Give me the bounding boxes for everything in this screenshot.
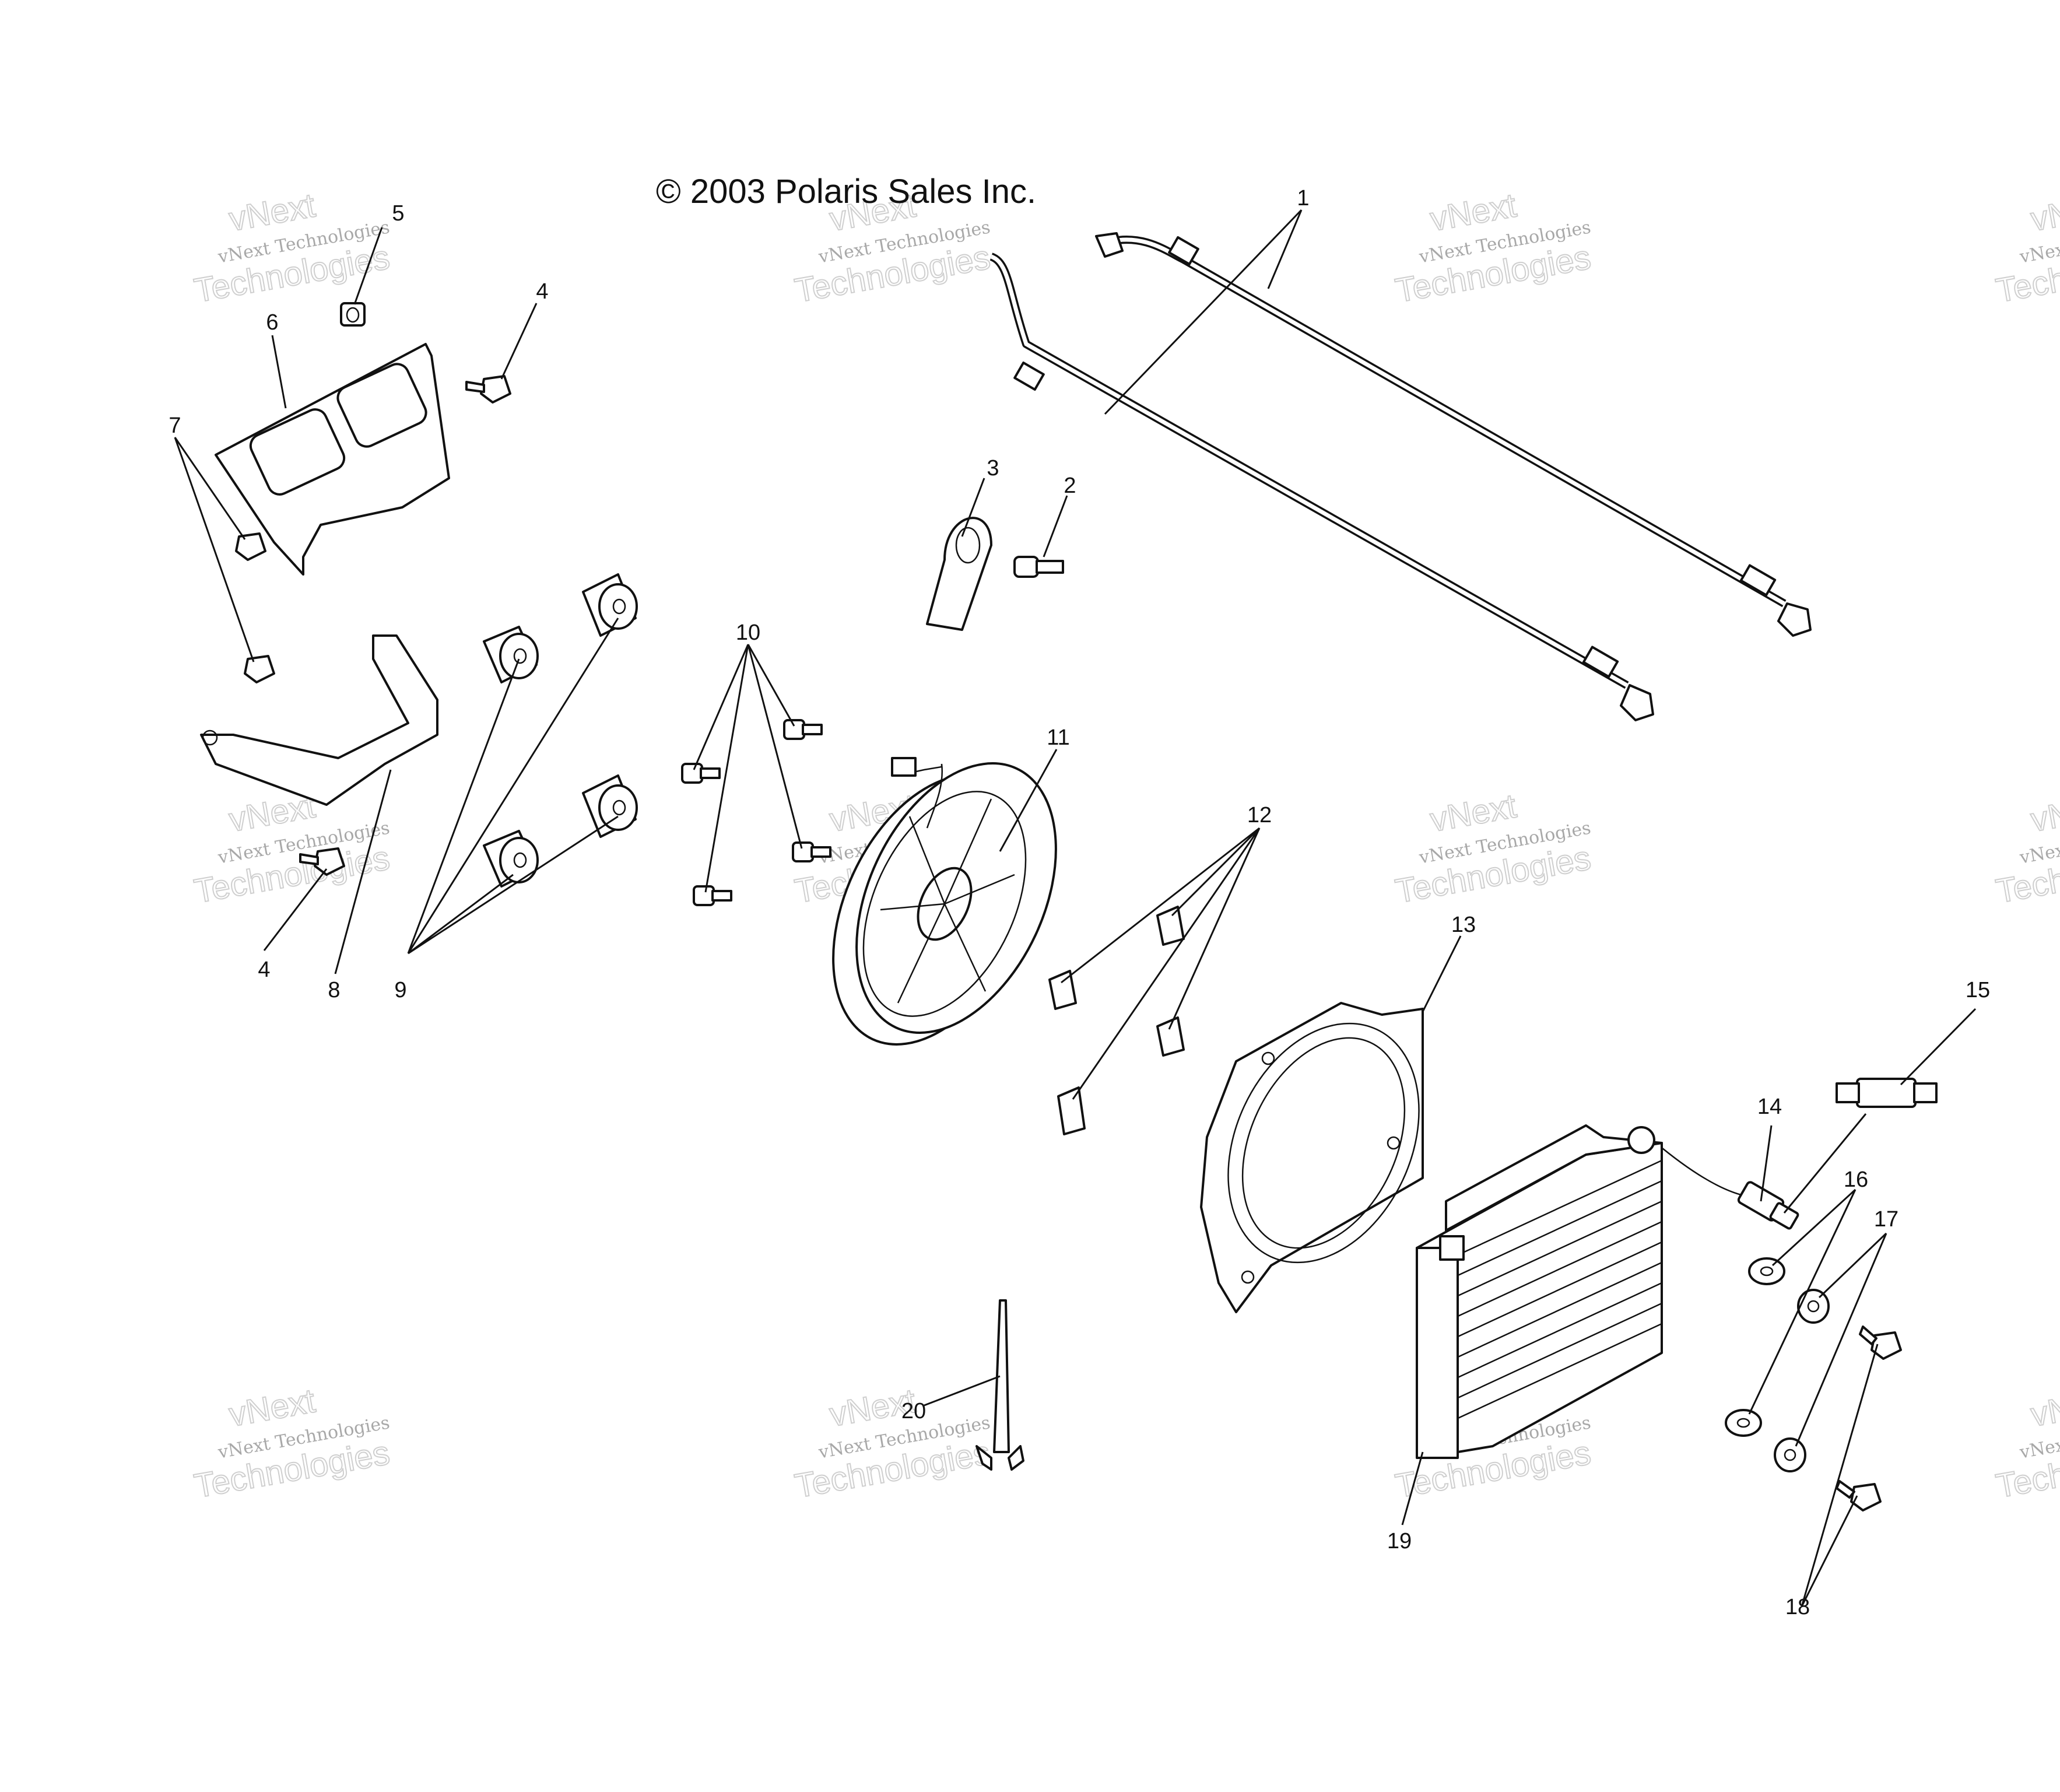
callout-13: 13 (1451, 913, 1476, 937)
grommet-icon (483, 830, 539, 888)
nut-icon (235, 532, 266, 561)
washer-icon (1748, 1257, 1785, 1285)
callout-5: 5 (392, 201, 404, 226)
watermark: vNext vNext Technologies Technologies (1392, 185, 1594, 310)
callout-14: 14 (1757, 1095, 1782, 1119)
callout-16: 16 (1844, 1167, 1868, 1192)
watermark-line1: vNext (2028, 787, 2060, 839)
screw-icon (693, 885, 732, 906)
clamp-icon (926, 517, 992, 631)
grommet-icon (483, 626, 539, 683)
shroud-icon (1200, 1002, 1424, 1313)
callout-20: 20 (901, 1399, 926, 1423)
connector-icon (1655, 1142, 1799, 1230)
watermark-line1: vNext (226, 186, 318, 239)
bolt-icon (465, 375, 511, 404)
watermark: vNext vNext Technologies Technologies (1992, 1381, 2060, 1506)
leader-lines (174, 209, 1977, 1607)
callout-3: 3 (987, 456, 999, 481)
watermark: vNext vNext Technologies Technologies (1992, 185, 2060, 310)
washer-icon (1774, 1437, 1806, 1472)
washer-icon (1797, 1289, 1830, 1324)
washer-icon (1725, 1409, 1762, 1437)
screw-icon (783, 719, 823, 740)
watermark: vNext vNext Technologies Technologies (1392, 786, 1594, 911)
callout-6: 6 (266, 310, 278, 335)
watermark-line1: vNext (2028, 186, 2060, 239)
callout-9: 9 (394, 978, 406, 1002)
watermark: vNext vNext Technologies Technologies (191, 1381, 393, 1506)
watermark: vNext vNext Technologies Technologies (191, 786, 393, 911)
nut-icon (340, 302, 366, 327)
clip-icon (1156, 906, 1185, 946)
callout-19: 19 (1387, 1529, 1412, 1553)
clip-icon (1048, 970, 1077, 1010)
screw-icon (1013, 556, 1064, 578)
bolt-icon (1836, 1480, 1882, 1512)
callout-17: 17 (1874, 1207, 1898, 1232)
callout-8: 8 (328, 978, 340, 1002)
watermark: vNext vNext Technologies Technologies (1992, 786, 2060, 911)
grommet-icon (582, 774, 638, 838)
oil-cooler-icon (1416, 1124, 1663, 1459)
watermark-line1: vNext (1427, 787, 1519, 839)
screw-icon (792, 841, 831, 862)
clip-icon (1156, 1016, 1185, 1057)
watermark-line1: vNext (1427, 186, 1519, 239)
callout-labels: 1 2 3 4 4 5 6 7 8 9 10 11 12 13 14 15 16… (169, 186, 1990, 1619)
watermark-line1: vNext (2028, 1381, 2060, 1434)
callout-10: 10 (736, 620, 760, 645)
harness-plug-icon (1836, 1078, 1938, 1108)
callout-12: 12 (1247, 803, 1272, 827)
grommet-icon (582, 573, 638, 637)
copyright-notice: © 2003 Polaris Sales Inc. (656, 173, 1036, 211)
watermark: vNext vNext Technologies Technologies (791, 185, 994, 310)
callout-18: 18 (1785, 1595, 1810, 1619)
upper-bracket-icon (215, 343, 450, 576)
cable-tie-icon (975, 1299, 1024, 1471)
callout-2: 2 (1064, 474, 1076, 498)
callout-1: 1 (1297, 186, 1309, 211)
cooler-line-icon (989, 232, 1812, 721)
clip-icon (1057, 1086, 1086, 1135)
callout-4-lower: 4 (258, 958, 270, 982)
callout-15: 15 (1966, 978, 1990, 1002)
bolt-icon (299, 847, 345, 876)
lower-bracket-icon (200, 634, 438, 806)
watermark-line1: vNext (226, 1381, 318, 1434)
callout-4: 4 (536, 279, 548, 304)
bolt-icon (1859, 1325, 1902, 1360)
callout-7: 7 (169, 413, 181, 438)
screw-icon (681, 763, 721, 784)
callout-11: 11 (1047, 725, 1069, 750)
fan-icon (832, 757, 1057, 1046)
watermark: vNext vNext Technologies Technologies (191, 185, 393, 310)
nut-icon (244, 655, 275, 683)
